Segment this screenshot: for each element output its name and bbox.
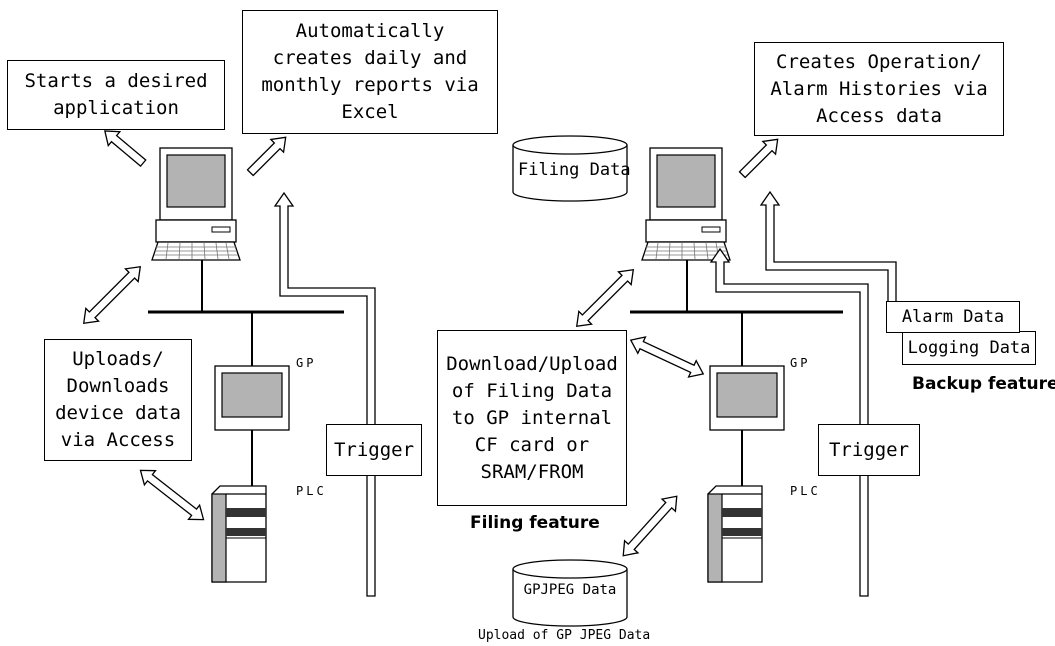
left-arrow-excel [243,130,293,180]
right-computer-icon [641,147,731,261]
filing-feature-caption: Filing feature [470,513,600,533]
start-application-box: Starts a desired application [7,60,225,130]
histories-box: Creates Operation/ Alarm Histories via A… [754,42,1004,136]
right-plc-icon [707,485,763,583]
left-trigger-arrow [273,191,376,597]
filing-data-cylinder-icon [512,135,628,202]
right-arrow-pc-filing [569,262,641,334]
gpjpeg-data-cylinder-icon [512,559,628,627]
left-computer-icon [151,147,241,261]
right-gp-label: GP [790,356,811,370]
filing-download-box: Download/Upload of Filing Data to GP int… [437,330,627,506]
right-gp-icon [709,365,785,431]
alarm-data-box: Alarm Data [886,301,1020,333]
left-plc-icon [211,485,267,583]
backup-feature-caption: Backup feature [912,374,1055,394]
filing-data-label: Filing Data [518,160,631,180]
right-arrow-filing-gp [626,331,708,383]
right-arrow-histories [735,132,785,182]
right-plc-label: PLC [790,484,821,498]
gpjpeg-data-label: GPJPEG Data [523,582,617,598]
left-trigger-box: Trigger [326,424,422,476]
right-network [630,244,843,486]
access-device-data-box: Uploads/ Downloads device data via Acces… [44,339,192,461]
excel-reports-box: Automatically creates daily and monthly … [242,10,498,134]
upload-gpjpeg-caption: Upload of GP JPEG Data [478,628,651,643]
left-gp-icon [214,365,290,431]
left-arrow-plc [134,462,210,528]
backup-arrow [759,190,897,313]
right-trigger-arrow [709,247,869,597]
left-gp-label: GP [296,356,317,370]
left-plc-label: PLC [296,484,327,498]
left-arrow-application [98,123,150,171]
left-arrow-access [76,259,148,331]
right-trigger-box: Trigger [818,424,920,476]
logging-data-box: Logging Data [902,331,1036,365]
